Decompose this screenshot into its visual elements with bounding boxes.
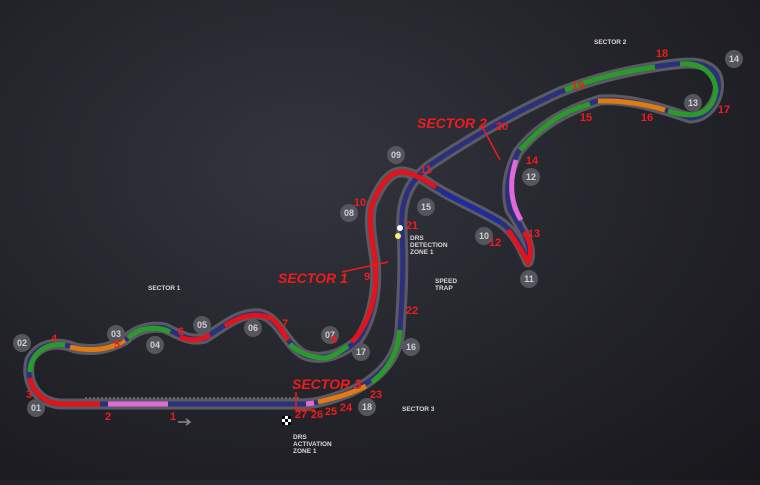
svg-text:SPEED: SPEED — [435, 278, 457, 285]
kerb-turn3-4-green — [27, 342, 66, 373]
ref-05: 05 — [197, 320, 207, 330]
sector-1-marker-line — [341, 261, 389, 273]
turn-9: 9 — [364, 271, 370, 283]
ref-03: 03 — [111, 329, 121, 339]
kerb-turn4-orange — [69, 337, 127, 353]
turn-18: 18 — [656, 48, 668, 60]
ref-01: 01 — [31, 403, 41, 413]
turn-17: 17 — [718, 104, 730, 116]
turn-8: 8 — [331, 334, 337, 346]
turn-15: 15 — [580, 112, 592, 124]
turn-5: 5 — [114, 339, 120, 351]
ref-04: 04 — [150, 340, 160, 350]
sector-2-marker-line — [482, 127, 501, 161]
turn-11: 11 — [420, 164, 432, 176]
turn-21: 21 — [406, 220, 418, 232]
kerb-turn5-green — [126, 325, 172, 340]
kerb-turn18-19-green — [564, 64, 656, 93]
turn-16: 16 — [641, 112, 653, 124]
ref-17: 17 — [356, 347, 366, 357]
turn-19: 19 — [572, 80, 584, 92]
sector-3-heading: SECTOR 3 — [402, 406, 435, 413]
drs-detection-point-2 — [395, 233, 401, 239]
checkered-flag-icon — [282, 416, 291, 425]
turn-14: 14 — [526, 155, 539, 167]
svg-text:DETECTION: DETECTION — [410, 242, 448, 249]
kerb-turn11-12-blue — [440, 189, 502, 225]
ref-10: 10 — [479, 231, 489, 241]
kerb-turn12-13-red — [505, 228, 533, 268]
direction-arrow-icon — [178, 418, 192, 426]
kerb-turn7-8-green — [288, 342, 350, 361]
ref-16: 16 — [406, 342, 416, 352]
turn-25: 25 — [325, 406, 337, 418]
turn-26: 26 — [311, 409, 323, 421]
svg-text:ZONE 1: ZONE 1 — [410, 249, 434, 256]
turn-12: 12 — [489, 237, 501, 249]
sector-3-marker-line — [295, 392, 315, 411]
kerb-turn6-7-red — [223, 312, 291, 342]
ref-11: 11 — [524, 274, 534, 284]
reference-points: 01 02 03 04 05 06 07 08 09 10 11 12 13 1… — [13, 50, 743, 417]
svg-text:ZONE 1: ZONE 1 — [293, 448, 317, 455]
ref-14: 14 — [729, 54, 739, 64]
kerb-turn23-24-orange — [317, 383, 368, 405]
kerb-turn14-15-green — [518, 101, 591, 152]
kerb-turn15-16-orange — [597, 98, 666, 113]
turn-4: 4 — [51, 333, 58, 345]
sector-2-heading: SECTOR 2 — [594, 39, 627, 46]
kerb-turn5-6-red — [179, 332, 212, 343]
kerb-turn22-23-green — [370, 329, 403, 384]
svg-text:DRS: DRS — [410, 235, 424, 242]
kerb-turn2-3-red — [27, 377, 100, 407]
ref-07: 07 — [325, 330, 335, 340]
svg-text:TRAP: TRAP — [435, 285, 453, 292]
drs-detection-label: DRS DETECTION ZONE 1 — [410, 235, 448, 256]
sector-1-heading: SECTOR 1 — [148, 285, 181, 292]
turn-23: 23 — [370, 389, 382, 401]
svg-text:DRS: DRS — [293, 434, 307, 441]
kerb-turn26-pink — [305, 400, 315, 407]
speed-trap-label: SPEED TRAP — [435, 278, 457, 292]
turn-7: 7 — [282, 318, 288, 330]
kerb-turn16-17-green — [667, 61, 719, 118]
ref-02: 02 — [17, 338, 27, 348]
ref-08: 08 — [344, 208, 354, 218]
kerb-turn8-10-red — [350, 169, 438, 344]
ref-09: 09 — [391, 150, 401, 160]
ref-06: 06 — [248, 323, 258, 333]
turn-22: 22 — [406, 305, 418, 317]
ref-13: 13 — [688, 98, 698, 108]
turn-3: 3 — [26, 389, 32, 401]
ref-12: 12 — [526, 172, 536, 182]
drs-activation-label: DRS ACTIVATION ZONE 1 — [293, 434, 332, 455]
ref-15: 15 — [421, 202, 431, 212]
turn-27: 27 — [295, 409, 307, 421]
sector-2-marker: SECTOR 2 — [417, 115, 487, 131]
svg-text:ACTIVATION: ACTIVATION — [293, 441, 332, 448]
turn-10: 10 — [354, 197, 366, 209]
turn-24: 24 — [340, 402, 353, 414]
turn-13: 13 — [528, 228, 540, 240]
turn-numbers: 1 2 3 4 5 6 7 8 9 10 11 12 13 14 15 16 1… — [26, 48, 730, 423]
drs-detection-point — [397, 225, 403, 231]
ref-18: 18 — [362, 402, 372, 412]
turn-2: 2 — [105, 411, 111, 423]
turn-20: 20 — [496, 121, 508, 133]
sector-1-marker: SECTOR 1 — [278, 270, 348, 286]
turn-1: 1 — [170, 411, 176, 423]
turn-6: 6 — [178, 326, 184, 338]
sector-3-marker: SECTOR 3 — [292, 376, 362, 392]
kerb-turn14-pink — [509, 159, 524, 222]
